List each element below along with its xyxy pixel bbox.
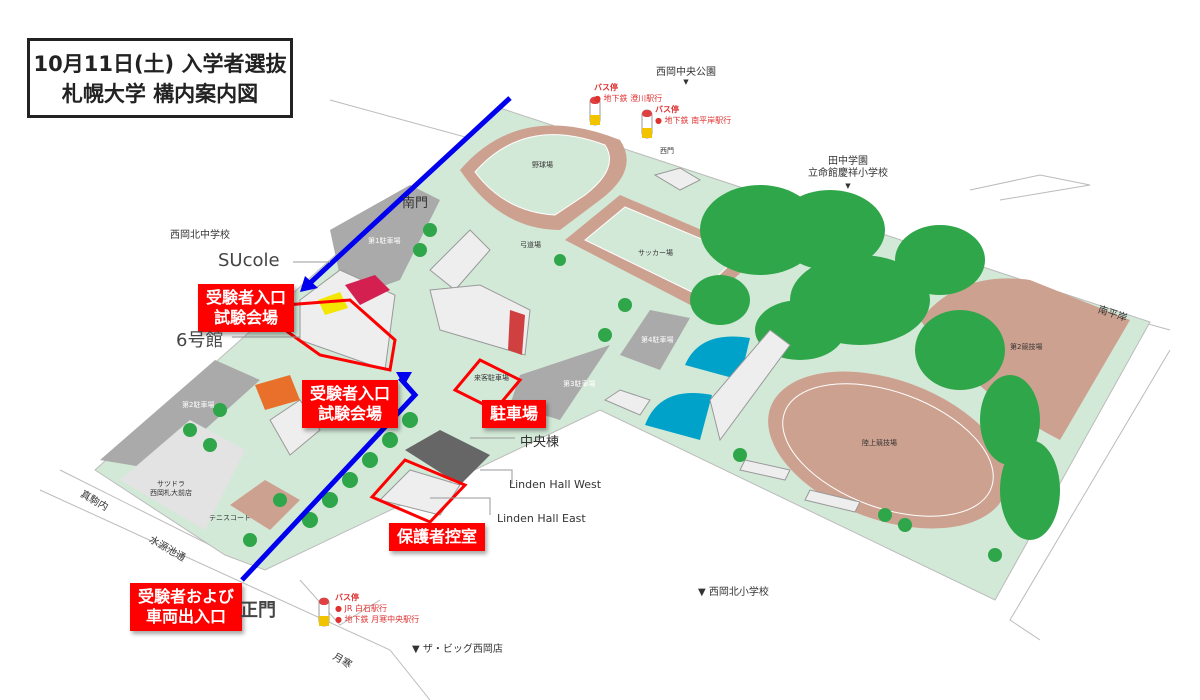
- title-line-2: 札幌大学 構内案内図: [61, 82, 259, 106]
- parking-callout: 駐車場: [482, 400, 547, 428]
- callout-text: 車両出入口: [146, 607, 227, 626]
- main-gate-label: 正門: [240, 600, 276, 621]
- gym-dome-1: [685, 336, 750, 380]
- big-store-label: ▼ ザ・ビッグ西岡店: [412, 644, 503, 655]
- access-route: [308, 96, 512, 285]
- bus-line: ● 地下鉄 澄川駅行: [594, 94, 663, 103]
- red-wing: [508, 310, 525, 355]
- route-arrow-1: [300, 276, 318, 292]
- title-line-1: 10月11日(土) 入学者選抜: [33, 52, 287, 76]
- trees: [183, 223, 1002, 562]
- leader-lines: [232, 261, 515, 515]
- bus-stop-2: バス停 ● 地下鉄 南平岸駅行: [655, 104, 731, 126]
- map-title: 10月11日(土) 入学者選抜 札幌大学 構内案内図: [27, 38, 293, 118]
- main-entrance-callout: 受験者および車両出入口: [130, 583, 243, 631]
- callout-text: 受験者および: [138, 587, 235, 606]
- parking4-label: 第4駐車場: [641, 336, 674, 344]
- soccer-label: サッカー場: [638, 249, 673, 257]
- field2-label: 第2競技場: [1010, 343, 1043, 351]
- athletic-track: [768, 371, 1008, 529]
- visitor-parking-label: 来客駐車場: [474, 374, 509, 382]
- sucole-label: SUcole: [218, 250, 280, 271]
- bus-line: ● JR 白石駅行: [335, 604, 387, 613]
- tennis-court: [230, 480, 300, 530]
- orange-building: [255, 375, 300, 410]
- forest: [690, 185, 1060, 540]
- bus-line: ● 地下鉄 南平岸駅行: [655, 116, 732, 125]
- bus-line: ● 地下鉄 月寒中央駅行: [335, 615, 420, 624]
- tanaka-name: 田中学園: [828, 156, 868, 167]
- park-label: 西岡中央公園▼: [656, 63, 716, 86]
- route-arrow-2: [396, 372, 412, 386]
- linden-hall-east-outline: [369, 458, 468, 524]
- bus-stop-title: バス停: [335, 593, 359, 602]
- exam-entrance-callout-1: 受験者入口試験会場: [198, 284, 295, 332]
- bus-stop-1: バス停 ● 地下鉄 澄川駅行: [594, 82, 662, 104]
- baseball-label: 野球場: [532, 161, 553, 169]
- yellow-building: [318, 292, 348, 315]
- junior-high-label: 西岡北中学校: [170, 230, 230, 241]
- bus-stop-title: バス停: [594, 83, 618, 92]
- parking2-label: 第2駐車場: [182, 401, 215, 409]
- bus-stop-title: バス停: [655, 105, 679, 114]
- callout-text: 受験者入口: [206, 288, 287, 307]
- down-marker: ▼: [683, 78, 689, 86]
- ritsumeikan-name: 立命館慶祥小学校: [808, 168, 888, 179]
- parking3-label: 第3駐車場: [563, 380, 596, 388]
- tanaka-label: 田中学園立命館慶祥小学校 ▼: [808, 156, 888, 192]
- callout-text: 試験会場: [214, 308, 279, 327]
- archery-label: 弓道場: [520, 241, 541, 249]
- exam-entrance-callout-2: 受験者入口試験会場: [302, 380, 399, 428]
- park-name: 西岡中央公園: [656, 67, 716, 78]
- tennis-label: テニスコート: [209, 514, 251, 522]
- west-gate-label: 西門: [660, 147, 674, 155]
- central-building-label: 中央棟: [520, 435, 560, 450]
- parking1-label: 第1駐車場: [368, 237, 401, 245]
- linden-hall-west-building: [405, 430, 490, 485]
- track-label: 陸上競技場: [862, 439, 897, 447]
- guardian-room-callout: 保護者控室: [389, 523, 486, 551]
- building6-label: 6号館: [176, 330, 224, 351]
- linden-hall-west-label: Linden Hall West: [509, 478, 602, 491]
- south-gate-label: 南門: [402, 196, 429, 211]
- bus-stop-3: バス停 ● JR 白石駅行 ● 地下鉄 月寒中央駅行: [335, 592, 419, 625]
- visitor-parking-outline: [452, 358, 523, 412]
- drugstore-name: サツドラ: [157, 480, 185, 488]
- parking-lot-2: [100, 360, 260, 470]
- bus-stop-icons: [318, 96, 653, 627]
- sucole-red-building: [345, 275, 390, 305]
- callout-text: 受験者入口: [310, 384, 391, 403]
- down-marker: ▼: [845, 182, 851, 190]
- drugstore-branch: 西岡札大前店: [150, 489, 192, 497]
- parking-lot-1: [330, 185, 440, 300]
- drugstore-label: サツドラ西岡札大前店: [150, 480, 192, 498]
- elementary-label: ▼ 西岡北小学校: [698, 587, 769, 598]
- parking-lot-4: [620, 310, 690, 370]
- callout-text: 試験会場: [318, 404, 383, 423]
- gym-dome-2: [645, 393, 712, 440]
- linden-hall-east-label: Linden Hall East: [497, 512, 586, 525]
